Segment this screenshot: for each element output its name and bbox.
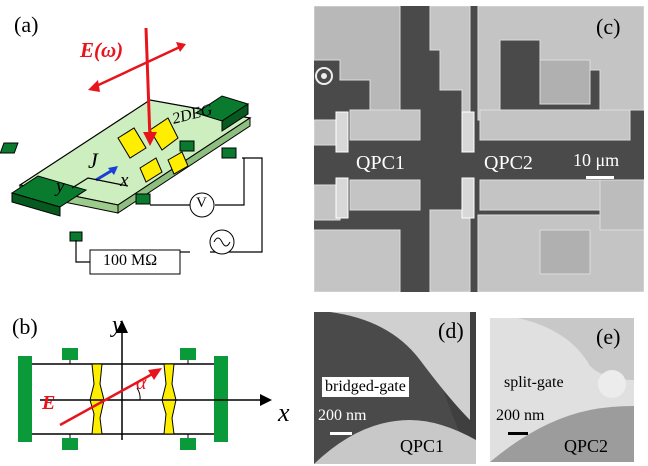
scale-bar-e xyxy=(508,432,528,435)
field-arrow-b xyxy=(59,370,157,427)
gate-type-d: bridged-gate xyxy=(322,377,409,397)
angle-label: α xyxy=(136,372,147,394)
scale-bar-c xyxy=(586,176,614,179)
gate-3 xyxy=(149,117,179,151)
gate-4 xyxy=(167,151,189,175)
contact-right-b xyxy=(214,356,228,442)
panel-a-schematic xyxy=(0,27,263,275)
axis-y-label-a: y xyxy=(56,176,65,197)
panel-b-label: (b) xyxy=(12,314,38,339)
laser-beam xyxy=(144,27,152,141)
gate-type-e: split-gate xyxy=(504,374,564,391)
resistor-box xyxy=(89,249,181,275)
qpc2-label-e: QPC2 xyxy=(564,436,609,456)
qpc1-label-d: QPC1 xyxy=(400,436,445,456)
qpc1-label: QPC1 xyxy=(356,152,405,174)
sem-image-e xyxy=(490,318,634,462)
sem-image-c xyxy=(314,6,644,292)
scale-label-e: 200 nm xyxy=(496,407,545,424)
contact-left-b xyxy=(18,356,32,442)
current-label: J xyxy=(88,148,98,173)
contact-tl xyxy=(0,142,19,154)
field-polarization-arrow xyxy=(91,44,183,90)
panel-e-label: (e) xyxy=(596,324,621,349)
contact-b xyxy=(135,193,151,205)
panel-d-label: (d) xyxy=(438,318,464,343)
gate-1 xyxy=(117,127,147,159)
gate-2 xyxy=(139,157,163,183)
contact-bl xyxy=(69,231,83,242)
axis-x-label-b: x xyxy=(278,398,290,427)
field-label: E(ω) xyxy=(80,38,124,62)
field-label-b: E xyxy=(42,392,56,414)
scale-bar-d xyxy=(330,432,352,435)
panel-b-schematic xyxy=(18,320,272,450)
contact-tr2 xyxy=(221,147,237,159)
qpc2-label: QPC2 xyxy=(484,152,533,174)
resistor-label: 100 MΩ xyxy=(103,252,158,269)
panel-c-label: (c) xyxy=(596,14,621,39)
sample-rect xyxy=(29,363,217,435)
axis-y-label-b: y xyxy=(112,312,123,338)
axis-x-label-a: x xyxy=(120,170,129,191)
panel-a-label: (a) xyxy=(14,12,39,37)
scale-label-c: 10 μm xyxy=(573,150,620,170)
voltmeter-label: V xyxy=(196,195,207,211)
scale-label-d: 200 nm xyxy=(318,407,367,424)
voltmeter-icon xyxy=(189,192,215,218)
contact-tr xyxy=(179,140,195,152)
